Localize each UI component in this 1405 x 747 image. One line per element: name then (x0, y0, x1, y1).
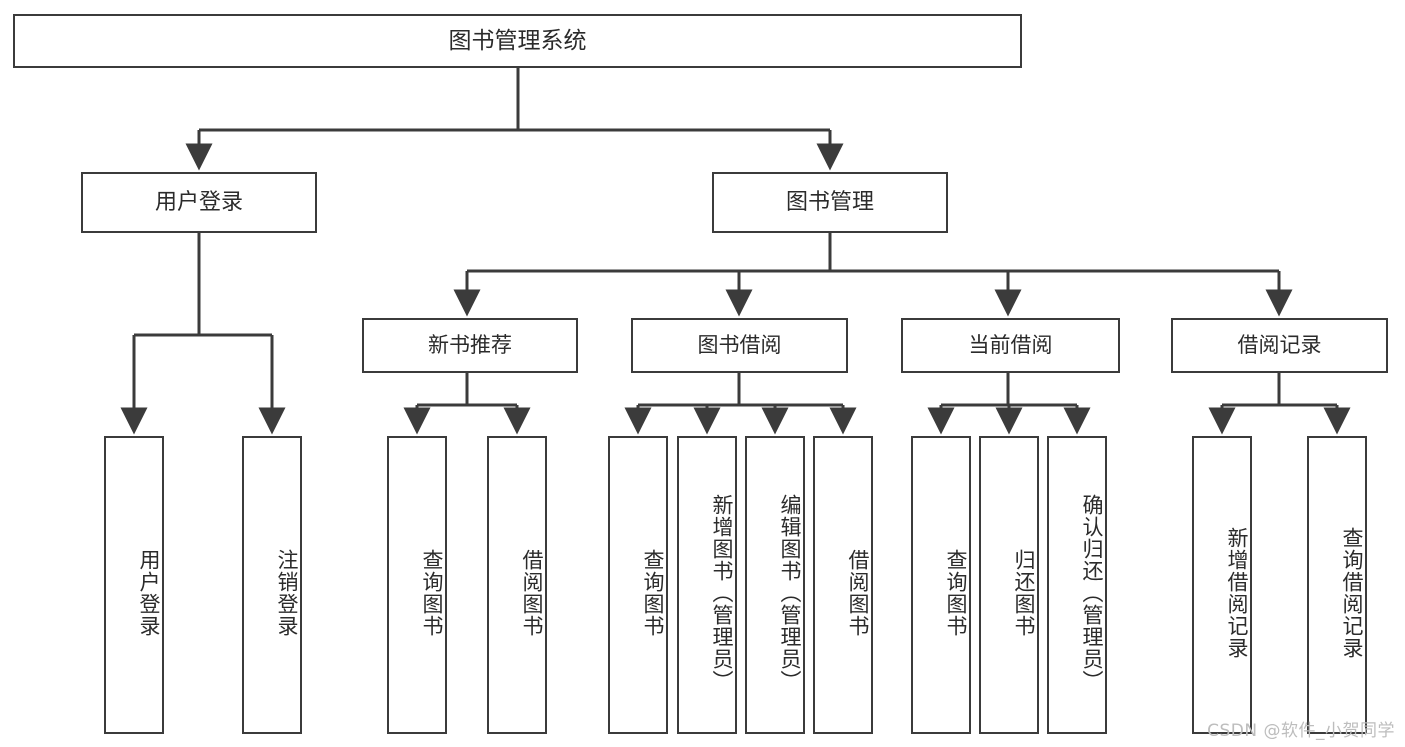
leaf-borrow-record-0-label: 新增借阅记录 (1225, 527, 1249, 659)
leaf-new-book-recommend-0-label: 查询图书 (420, 549, 444, 637)
leaf-current-borrow-1[interactable]: 归还图书 (979, 436, 1039, 734)
node-book-borrow[interactable]: 图书借阅 (631, 318, 848, 373)
node-new-book-recommend[interactable]: 新书推荐 (362, 318, 578, 373)
leaf-new-book-recommend-1[interactable]: 借阅图书 (487, 436, 547, 734)
leaf-book-borrow-1-label: 新增图书（管理员） (710, 494, 734, 692)
leaf-book-borrow-1[interactable]: 新增图书（管理员） (677, 436, 737, 734)
node-borrow-record[interactable]: 借阅记录 (1171, 318, 1388, 373)
node-new-book-recommend-label: 新书推荐 (428, 333, 512, 358)
leaf-borrow-record-1[interactable]: 查询借阅记录 (1307, 436, 1367, 734)
leaf-new-book-recommend-0[interactable]: 查询图书 (387, 436, 447, 734)
node-user-login-label: 用户登录 (154, 189, 243, 215)
leaf-user-login-0[interactable]: 用户登录 (104, 436, 164, 734)
node-book-manage[interactable]: 图书管理 (712, 172, 948, 233)
leaf-current-borrow-0-label: 查询图书 (944, 549, 968, 637)
node-current-borrow[interactable]: 当前借阅 (901, 318, 1120, 373)
leaf-user-login-0-label: 用户登录 (137, 549, 161, 637)
node-user-login[interactable]: 用户登录 (81, 172, 317, 233)
leaf-user-login-1[interactable]: 注销登录 (242, 436, 302, 734)
leaf-current-borrow-2[interactable]: 确认归还（管理员） (1047, 436, 1107, 734)
leaf-book-borrow-2[interactable]: 编辑图书（管理员） (745, 436, 805, 734)
leaf-new-book-recommend-1-label: 借阅图书 (520, 549, 544, 637)
leaf-borrow-record-0[interactable]: 新增借阅记录 (1192, 436, 1252, 734)
leaf-user-login-1-label: 注销登录 (275, 549, 299, 637)
leaf-borrow-record-1-label: 查询借阅记录 (1340, 527, 1364, 659)
node-borrow-record-label: 借阅记录 (1237, 333, 1322, 358)
node-book-borrow-label: 图书借阅 (697, 333, 782, 358)
leaf-book-borrow-0-label: 查询图书 (641, 549, 665, 637)
leaf-current-borrow-2-label: 确认归还（管理员） (1080, 494, 1104, 692)
leaf-book-borrow-3[interactable]: 借阅图书 (813, 436, 873, 734)
leaf-current-borrow-0[interactable]: 查询图书 (911, 436, 971, 734)
csdn-watermark: CSDN @软件_小贺同学 (1207, 721, 1395, 741)
leaf-current-borrow-1-label: 归还图书 (1012, 549, 1036, 637)
leaf-book-borrow-3-label: 借阅图书 (846, 549, 870, 637)
node-root-label: 图书管理系统 (448, 27, 587, 54)
node-book-manage-label: 图书管理 (785, 189, 874, 215)
leaf-book-borrow-2-label: 编辑图书（管理员） (778, 494, 802, 692)
node-current-borrow-label: 当前借阅 (968, 333, 1053, 358)
node-root[interactable]: 图书管理系统 (13, 14, 1022, 68)
leaf-book-borrow-0[interactable]: 查询图书 (608, 436, 668, 734)
